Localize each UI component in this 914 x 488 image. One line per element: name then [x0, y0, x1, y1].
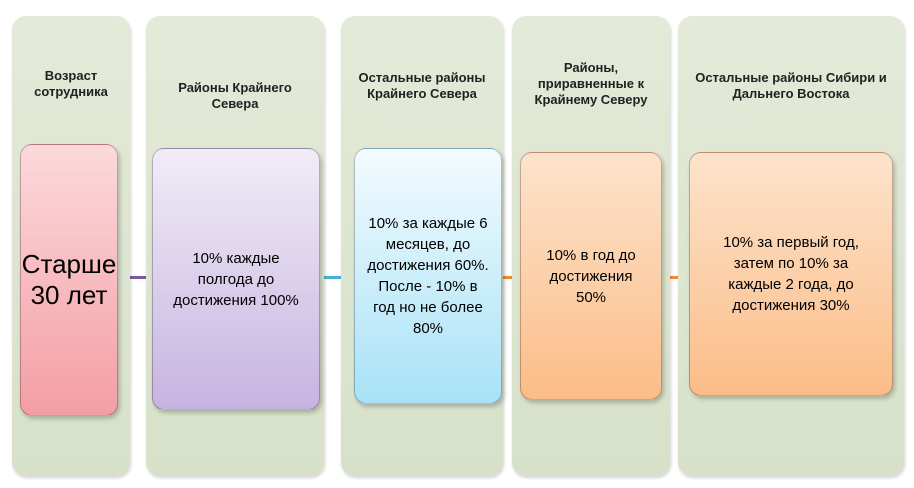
box-text: 10% каждые полгода до достижения 100% — [173, 249, 299, 309]
box-siberia-far-east: 10% за первый год, затем по 10% за кажды… — [689, 152, 893, 396]
box-text: 10% за первый год, затем по 10% за кажды… — [723, 234, 859, 314]
box-far-north: 10% каждые полгода до достижения 100% — [152, 148, 320, 410]
column-title: Районы, приравненные к Крайнему Северу — [534, 60, 648, 107]
column-title: Остальные районы Крайнего Севера — [358, 70, 486, 101]
box-age: Старше 30 лет — [20, 144, 118, 416]
connector-2 — [318, 276, 356, 279]
column-title: Остальные районы Сибири и Дальнего Восто… — [695, 70, 887, 101]
column-title: Возраст сотрудника — [34, 68, 108, 99]
column-title: Районы Крайнего Севера — [178, 80, 292, 111]
box-text: 10% в год до достижения 50% — [546, 246, 636, 306]
box-text: 10% за каждые 6 месяцев, до достижения 6… — [367, 215, 489, 337]
box-text: Старше 30 лет — [21, 249, 117, 310]
box-other-far-north: 10% за каждые 6 месяцев, до достижения 6… — [354, 148, 502, 404]
connector-4 — [660, 276, 692, 279]
connector-1 — [116, 276, 154, 279]
box-equated-far-north: 10% в год до достижения 50% — [520, 152, 662, 400]
